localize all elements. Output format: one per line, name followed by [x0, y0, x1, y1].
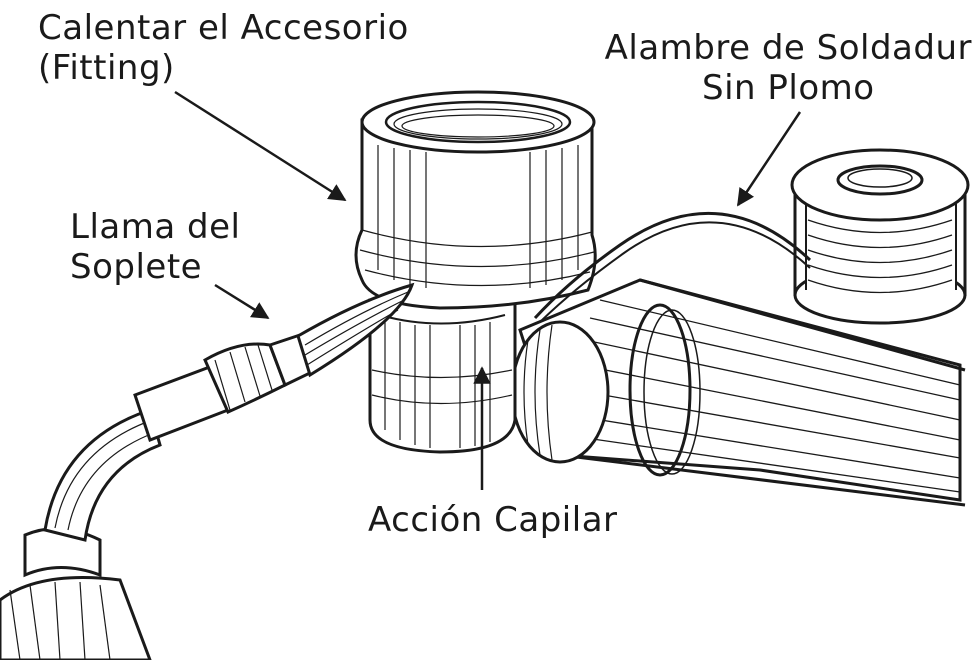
- label-torch-flame-line1: Llama del: [70, 207, 241, 247]
- label-torch-flame-line2: Soplete: [70, 247, 203, 287]
- solder-wire: [533, 211, 812, 323]
- arrow-solder-wire: [736, 111, 802, 207]
- leader-lines: [174, 90, 802, 490]
- label-solder-wire-line1: Alambre de Soldadur: [604, 28, 972, 68]
- label-capillary-action-line1: Acción Capilar: [368, 500, 618, 540]
- copper-pipe: [510, 278, 966, 507]
- label-solder-wire-line2: Sin Plomo: [702, 68, 875, 108]
- pipe-fitting: [354, 90, 597, 454]
- arrow-torch-flame: [214, 283, 270, 320]
- label-heat-fitting-line1: Calentar el Accesorio: [38, 8, 409, 48]
- label-heat-fitting: Calentar el Accesorio (Fitting): [38, 8, 409, 88]
- torch-flame: [296, 282, 415, 378]
- label-capillary-action: Acción Capilar: [368, 500, 618, 540]
- solder-spool: [790, 148, 970, 325]
- label-heat-fitting-line2: (Fitting): [38, 48, 175, 88]
- arrow-heat-fitting: [174, 90, 347, 202]
- torch: [0, 333, 314, 662]
- label-solder-wire: Alambre de Soldadur Sin Plomo: [605, 28, 972, 108]
- label-torch-flame: Llama del Soplete: [70, 207, 240, 287]
